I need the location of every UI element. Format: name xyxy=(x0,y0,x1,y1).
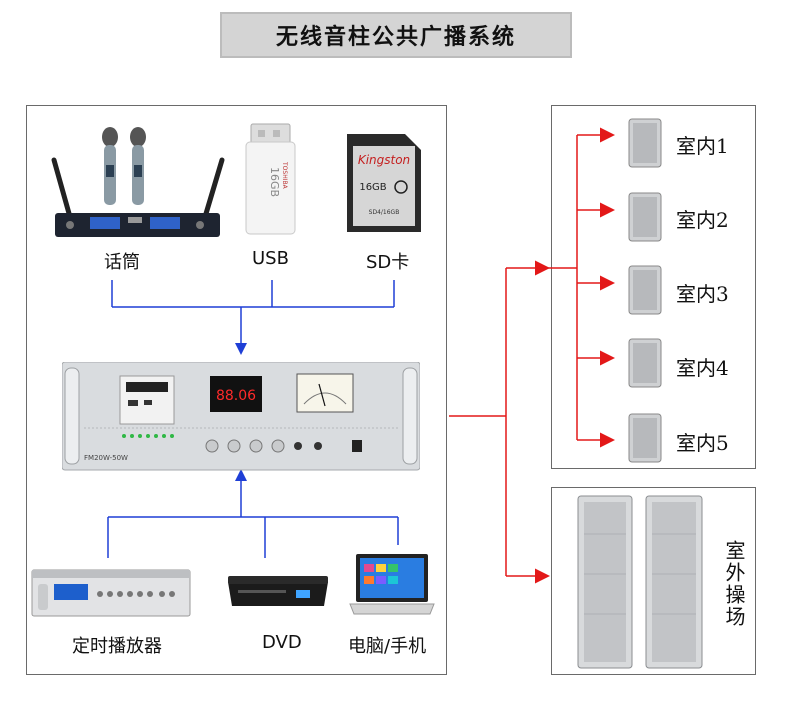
usb-drive-icon: 16GB TOSHIBA xyxy=(245,123,296,235)
input-label-laptop: 电脑/手机 xyxy=(348,636,427,657)
indoor-label-2: 室内2 xyxy=(676,208,729,232)
indoor-label-1: 室内1 xyxy=(676,134,729,158)
sd-model-text: SD4/16GB xyxy=(369,209,400,216)
input-label-usb: USB xyxy=(252,248,289,269)
indoor-label-3: 室内3 xyxy=(676,282,729,306)
column-speaker-icon xyxy=(628,192,662,242)
input-label-dvd: DVD xyxy=(262,632,302,653)
usb-brand-text: TOSHIBA xyxy=(281,161,288,190)
indoor-speaker-4 xyxy=(628,338,662,388)
indoor-label-4: 室内4 xyxy=(676,356,729,380)
wireless-microphone-icon xyxy=(51,127,225,237)
input-label-timer-player: 定时播放器 xyxy=(72,636,162,657)
input-label-sd: SD卡 xyxy=(366,252,410,273)
input-label-microphone: 话筒 xyxy=(104,252,140,273)
indoor-speaker-3 xyxy=(628,265,662,315)
sd-capacity-text: 16GB xyxy=(359,182,386,193)
amp-display-readout: 88.06 xyxy=(216,388,256,404)
indoor-label-5: 室内5 xyxy=(676,431,729,455)
amp-model-text: FM20W-50W xyxy=(84,454,128,462)
top-input-bus xyxy=(111,280,395,355)
page-title: 无线音柱公共广播系统 xyxy=(220,12,572,58)
bottom-input-bus xyxy=(107,469,399,558)
timer-player-icon xyxy=(31,569,191,617)
outdoor-column-speakers-icon xyxy=(577,495,703,669)
amplifier-icon: 88.06 FM20W-50W xyxy=(62,362,420,471)
dvd-player-icon xyxy=(228,576,328,606)
column-speaker-icon xyxy=(628,265,662,315)
sd-brand-text: Kingston xyxy=(358,153,410,167)
sd-card-icon: Kingston 16GB SD4/16GB xyxy=(347,134,421,232)
indoor-speaker-1 xyxy=(628,118,662,168)
indoor-speaker-2 xyxy=(628,192,662,242)
column-speaker-icon xyxy=(628,413,662,463)
column-speaker-icon xyxy=(628,118,662,168)
indoor-speaker-5 xyxy=(628,413,662,463)
usb-capacity-text: 16GB xyxy=(268,167,281,197)
speaker-output-lines xyxy=(449,127,615,584)
column-speaker-icon xyxy=(628,338,662,388)
outdoor-label: 室外操场 xyxy=(722,540,746,628)
laptop-icon xyxy=(349,554,435,615)
